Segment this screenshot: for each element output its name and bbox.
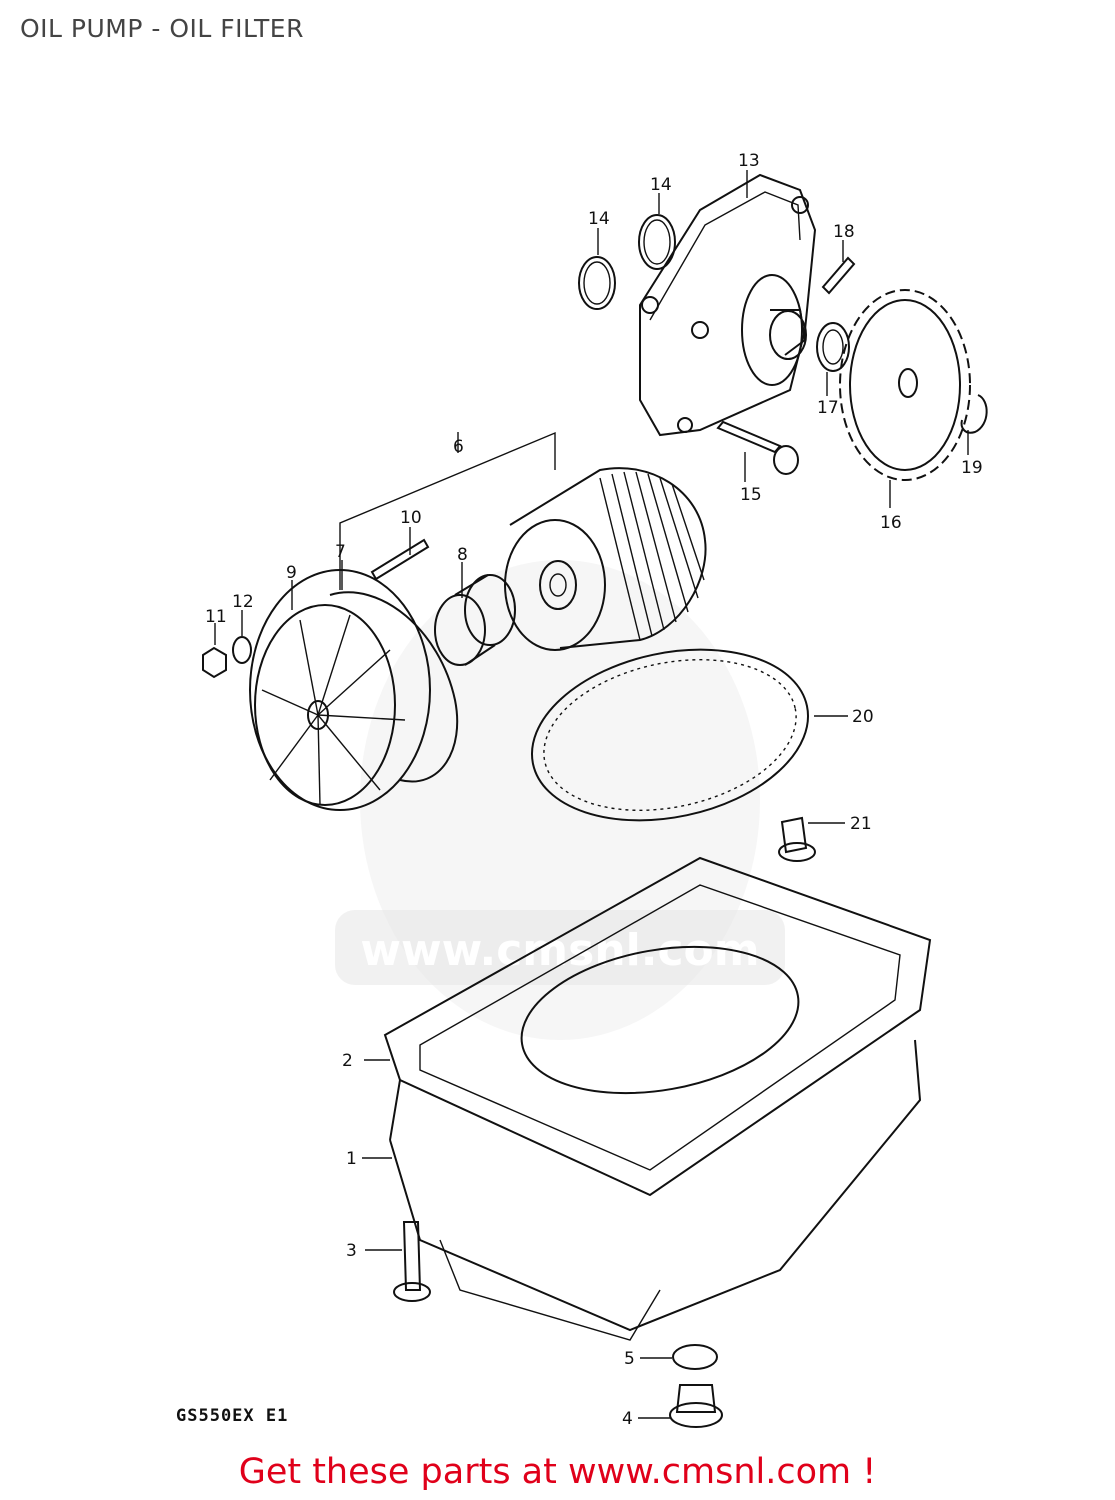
callout-20: 20 <box>852 707 874 727</box>
oil-pump-body[interactable] <box>639 173 817 437</box>
drain-plug-4[interactable] <box>669 1384 723 1428</box>
bolt-3[interactable] <box>393 1221 431 1302</box>
gasket-20[interactable] <box>516 626 824 845</box>
callout-14a: 14 <box>650 175 672 195</box>
leader-lines <box>214 170 969 1419</box>
bolt-21[interactable] <box>778 816 816 862</box>
callout-1: 1 <box>346 1149 357 1169</box>
get-parts-link[interactable]: Get these parts at www.cmsnl.com ! <box>238 1452 877 1492</box>
callout-16: 16 <box>880 513 902 533</box>
page-title: OIL PUMP - OIL FILTER <box>20 14 304 43</box>
oil-pan-1[interactable] <box>389 927 922 1341</box>
oil-filter-6[interactable] <box>504 467 707 651</box>
callout-8: 8 <box>457 545 468 565</box>
callout-9: 9 <box>286 563 297 583</box>
nut-11[interactable] <box>202 646 227 679</box>
driven-gear-16[interactable] <box>839 289 971 481</box>
watermark-text: www.cmsnl.com <box>360 925 759 976</box>
spring-8[interactable] <box>434 574 516 666</box>
o-ring-14a[interactable] <box>578 256 616 310</box>
callout-2: 2 <box>342 1051 353 1071</box>
callout-12: 12 <box>232 592 254 612</box>
callout-6: 6 <box>453 437 464 457</box>
circlip-19[interactable] <box>960 394 988 434</box>
o-ring-7[interactable] <box>329 591 459 783</box>
bolt-15[interactable] <box>716 420 799 475</box>
callout-labels: 13 14 14 18 17 15 16 19 6 10 8 7 9 12 11… <box>205 151 983 1429</box>
callout-17: 17 <box>817 398 839 418</box>
callout-3: 3 <box>346 1241 357 1261</box>
o-ring-14b[interactable] <box>638 214 676 270</box>
pin-18[interactable] <box>821 256 856 295</box>
callout-11: 11 <box>205 607 227 627</box>
callout-15: 15 <box>740 485 762 505</box>
model-code: GS550EX E1 <box>176 1406 289 1426</box>
washer-5[interactable] <box>672 1344 718 1370</box>
washer-17[interactable] <box>816 322 850 372</box>
callout-10: 10 <box>400 508 422 528</box>
callout-13: 13 <box>738 151 760 171</box>
callout-21: 21 <box>850 814 872 834</box>
callout-4: 4 <box>622 1409 633 1429</box>
callout-7: 7 <box>335 542 346 562</box>
callout-14b: 14 <box>588 209 610 229</box>
washer-12[interactable] <box>232 636 252 664</box>
callout-18: 18 <box>833 222 855 242</box>
callout-19: 19 <box>961 458 983 478</box>
callout-5: 5 <box>624 1349 635 1369</box>
pin-10[interactable] <box>370 538 430 581</box>
